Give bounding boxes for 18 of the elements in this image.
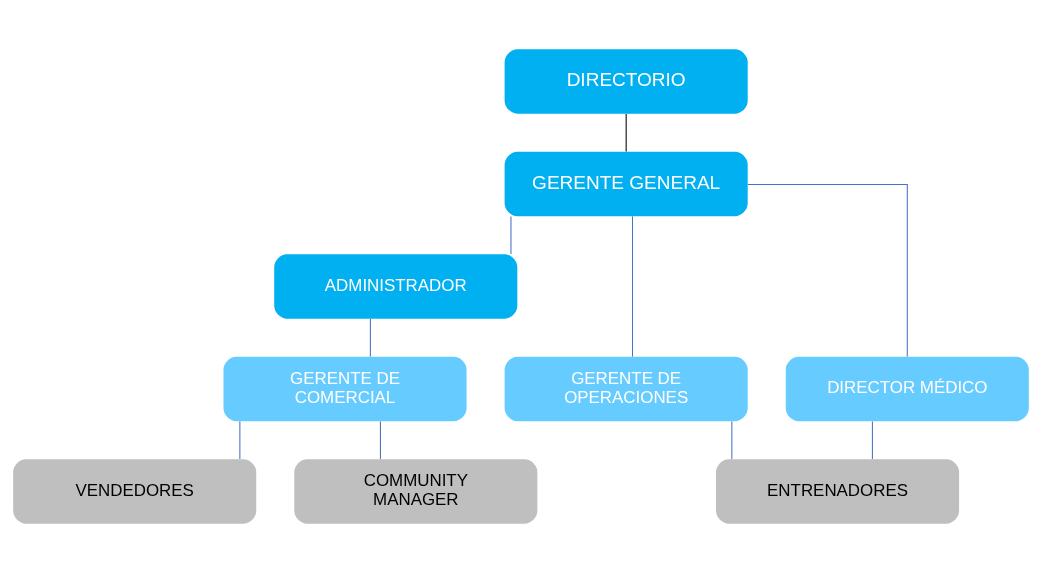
connector <box>369 317 371 357</box>
connector <box>510 215 512 254</box>
node-box: GERENTE DE COMERCIAL <box>223 356 467 421</box>
connector <box>747 183 908 357</box>
connector <box>731 420 733 459</box>
node-box: GERENTE GENERAL <box>504 151 748 216</box>
connector <box>871 420 873 459</box>
connector <box>631 215 634 357</box>
connector <box>379 420 381 459</box>
node-box: DIRECTORIO <box>504 48 748 114</box>
node-box: COMMUNITY MANAGER <box>294 458 538 524</box>
node-box: ENTRENADORES <box>716 458 960 524</box>
node-box: DIRECTOR MÉDICO <box>785 356 1029 421</box>
connector <box>239 420 241 459</box>
node-box: VENDEDORES <box>13 458 257 524</box>
node-box: GERENTE DE OPERACIONES <box>504 356 748 421</box>
connector <box>625 112 627 152</box>
node-box: ADMINISTRADOR <box>274 253 518 319</box>
